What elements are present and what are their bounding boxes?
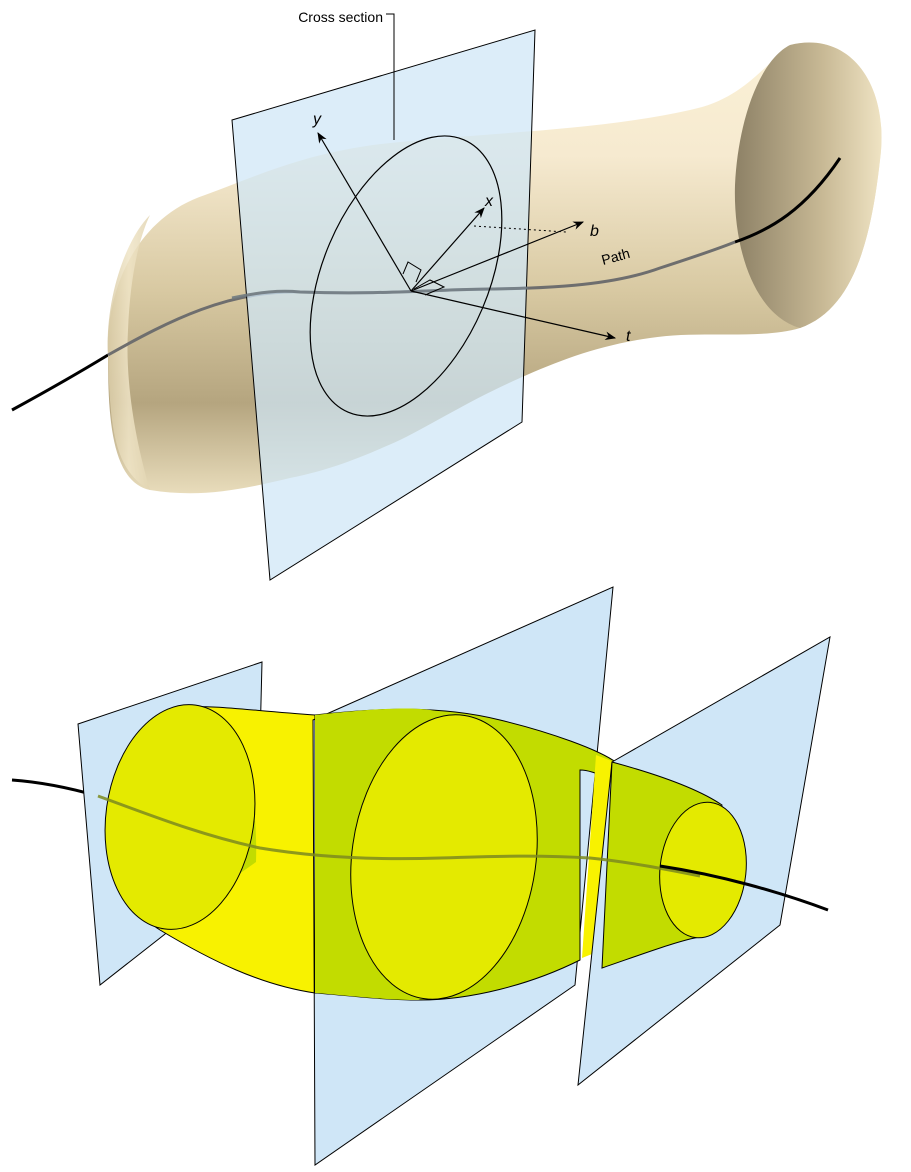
- bottom-figure: [12, 587, 830, 1165]
- y-axis-label: y: [312, 111, 322, 128]
- top-figure: Cross section y x b t Path: [12, 9, 882, 580]
- t-axis-label: t: [626, 328, 631, 345]
- cross-section-label: Cross section: [298, 9, 383, 25]
- cross-section-plane: [232, 30, 535, 580]
- x-axis-label: x: [484, 193, 494, 210]
- path-curve-left-end: [12, 355, 108, 410]
- b-axis-label: b: [590, 223, 599, 240]
